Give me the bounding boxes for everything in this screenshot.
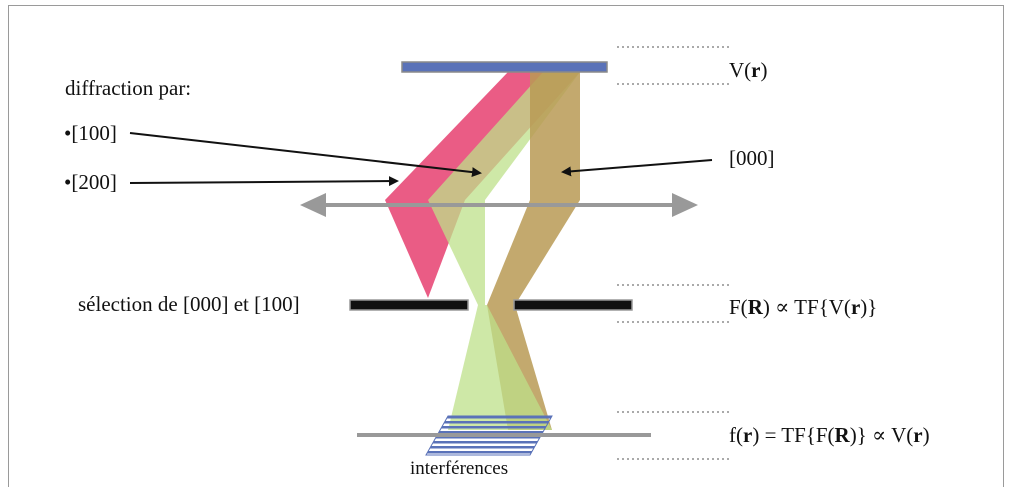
fringe-stripe xyxy=(426,446,552,449)
eq-bold-symbol: r xyxy=(913,423,923,447)
equation-object-potential: V(r) xyxy=(729,60,768,81)
aperture-left xyxy=(349,299,469,311)
fringe-stripe xyxy=(426,451,552,454)
fringe-stripe xyxy=(426,431,552,434)
order-200-label: •[200] xyxy=(64,170,117,194)
selection-label: sélection de [000] et [100] xyxy=(78,292,300,316)
beam-000-upper xyxy=(530,72,580,200)
beam-100-converge xyxy=(448,305,552,430)
equation-image-plane: f(r) = TF{F(R)} ∝ V(r) xyxy=(729,425,930,446)
figure-frame xyxy=(8,5,1004,487)
fringe-stripe xyxy=(426,416,552,419)
lens-arrowhead-right xyxy=(672,193,698,217)
eq-bold-symbol: r xyxy=(850,295,861,319)
fringe-stripe xyxy=(426,421,552,424)
eq-text: )} ∝ V( xyxy=(849,423,914,447)
specimen-bar xyxy=(401,61,608,73)
interferences-label: interférences xyxy=(410,458,509,479)
arrow-100-pointer xyxy=(129,132,482,178)
diffraction-par-label: diffraction par: xyxy=(65,76,192,100)
eq-bold-symbol: R xyxy=(747,295,763,319)
arrow-200-pointer xyxy=(129,176,399,187)
arrow-000-pointer xyxy=(561,159,713,177)
lens-arrowhead-left xyxy=(300,193,326,217)
equation-diffraction-plane: F(R) ∝ TF{V(r)} xyxy=(729,297,877,318)
fringe-stripe xyxy=(426,441,552,444)
beam-000-lower xyxy=(487,200,580,305)
eq-bold-symbol: R xyxy=(834,423,850,447)
fringe-stripe xyxy=(426,426,552,429)
eq-text: V( xyxy=(729,58,752,82)
order-000-label: [000] xyxy=(729,146,775,170)
eq-bold-symbol: r xyxy=(743,423,753,447)
aperture-right xyxy=(513,299,633,311)
lens xyxy=(300,193,698,217)
order-100-label: •[100] xyxy=(64,121,117,145)
eq-bold-r: r xyxy=(751,58,761,82)
eq-text: ) ∝ TF{V( xyxy=(762,295,851,319)
beam-100-lower xyxy=(428,200,485,305)
eq-text: ) xyxy=(922,423,930,447)
fringe-stripe xyxy=(426,436,552,439)
eq-text: F( xyxy=(729,295,748,319)
eq-text: ) = TF{F( xyxy=(752,423,835,447)
interference-fringes xyxy=(425,415,553,456)
eq-text: ) xyxy=(760,58,768,82)
beams xyxy=(385,72,580,430)
eq-text: f( xyxy=(729,423,743,447)
plane-markers xyxy=(617,46,730,460)
eq-text: )} xyxy=(860,295,878,319)
